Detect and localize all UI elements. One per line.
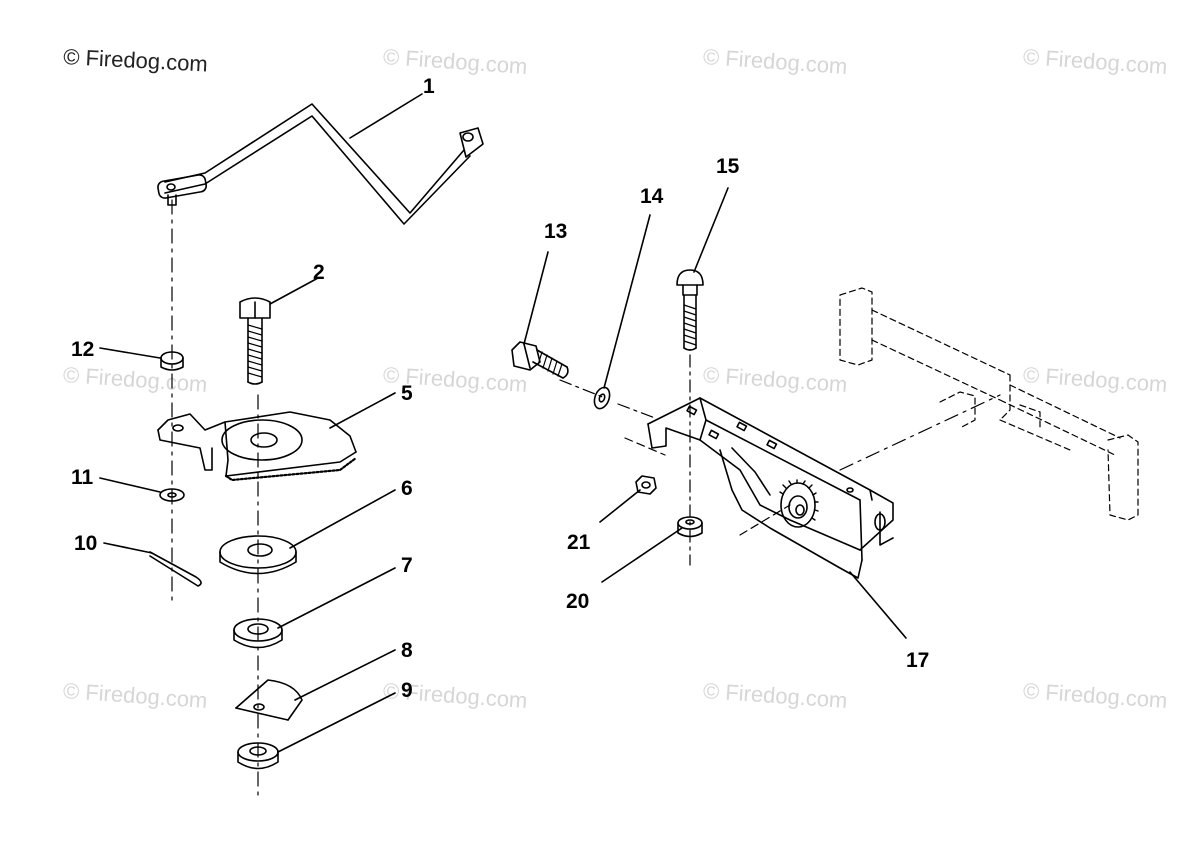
assembly-axis [739, 504, 791, 536]
callout-13: 13 [544, 220, 568, 243]
part-5-sector-gear [157, 411, 358, 482]
part-10-cotter-pin [149, 551, 202, 587]
callout-20: 20 [566, 590, 590, 613]
part-8-clip [235, 679, 303, 721]
assembly-axis [839, 394, 1001, 471]
callout-11: 11 [71, 466, 94, 489]
part-11-washer [159, 488, 185, 502]
assembly-axis [617, 403, 656, 419]
part-12-nut [160, 351, 184, 371]
part-2-bolt [239, 297, 271, 385]
part-15-carriage-bolt [676, 269, 704, 351]
callout-12: 12 [71, 338, 95, 361]
callout-21: 21 [567, 531, 591, 554]
part-20-spacer [677, 516, 703, 538]
part-7-nut [233, 618, 283, 649]
callout-1: 1 [423, 75, 435, 98]
part-14-washer [593, 386, 611, 410]
assembly-axis [624, 437, 666, 456]
part-17-bracket [647, 397, 894, 579]
callout-10: 10 [74, 532, 98, 555]
callout-17: 17 [906, 649, 930, 672]
callout-14: 14 [640, 185, 664, 208]
assembly-axis [559, 379, 606, 399]
callout-15: 15 [716, 155, 740, 178]
callout-8: 8 [401, 639, 413, 662]
callout-9: 9 [401, 679, 413, 702]
callout-6: 6 [401, 477, 413, 500]
part-13-bolt [511, 341, 569, 379]
part-1-shift-rod [157, 103, 484, 225]
leader-lines-left [99, 93, 423, 753]
callout-5: 5 [401, 382, 413, 405]
part-6-spacer [219, 535, 297, 575]
phantom-frame [839, 287, 1139, 521]
callout-2: 2 [313, 261, 325, 284]
leader-lines-right [523, 187, 907, 639]
callout-7: 7 [401, 554, 413, 577]
